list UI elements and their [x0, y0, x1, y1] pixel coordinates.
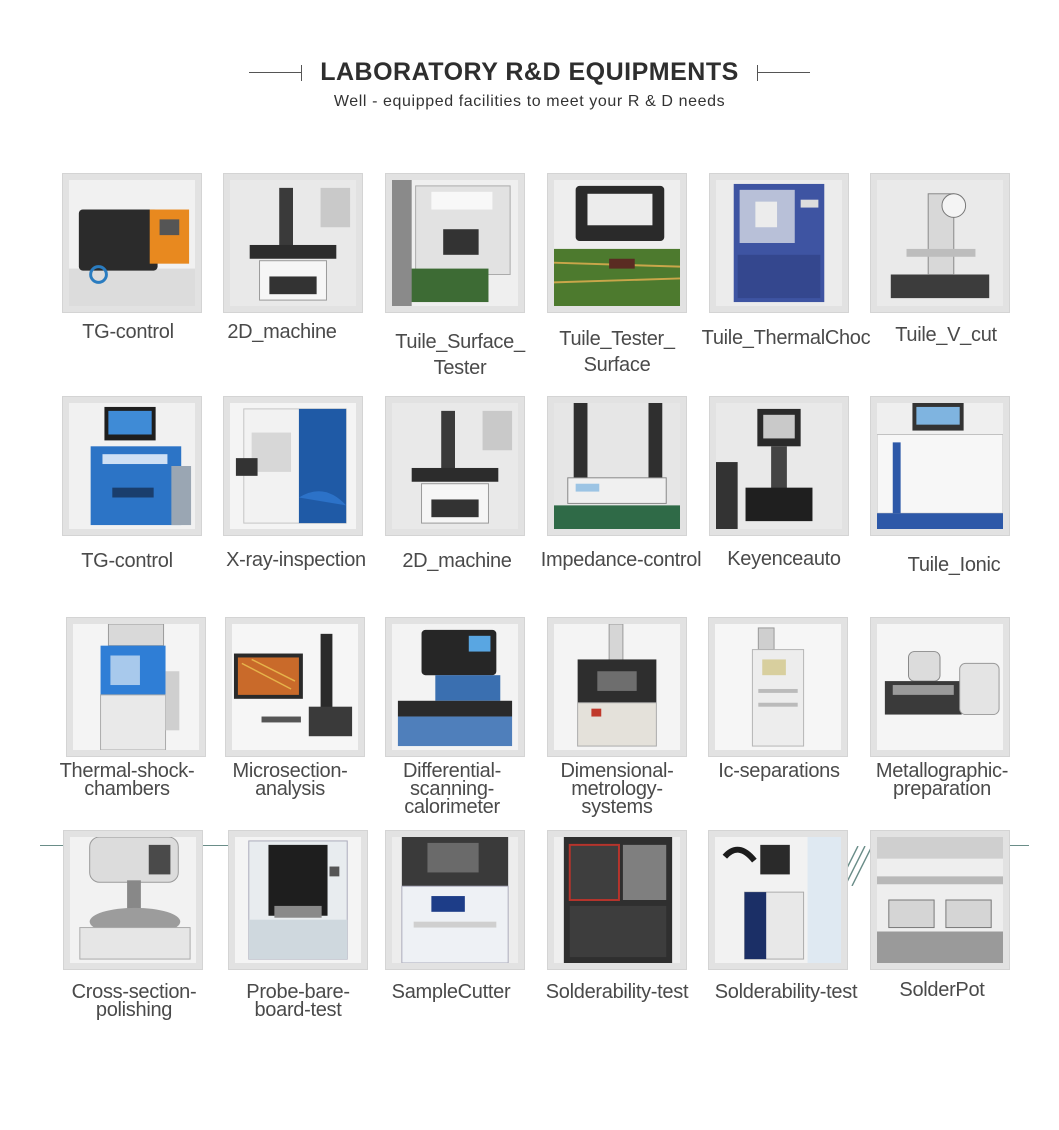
equipment-label: Tuile_Ionic: [907, 554, 1001, 576]
equipment-photo: [385, 396, 525, 536]
polisher-icon: [70, 837, 196, 963]
equipment-label: Tuile_Tester_Surface: [559, 328, 675, 376]
ion-chromatograph-icon: [715, 624, 841, 750]
equipment-photo: [547, 396, 687, 536]
cmm-icon: [554, 624, 680, 750]
equipment-photo: [870, 830, 1010, 970]
equipment-photo: [709, 173, 849, 313]
probe-tester-icon: [235, 837, 361, 963]
equipment-photo: [225, 617, 365, 757]
equipment-label: Keyenceauto: [727, 548, 841, 570]
sample-cutter-icon: [392, 837, 518, 963]
equipment-label: Tuile_V_cut: [895, 324, 997, 346]
orange-analyzer-icon: [69, 180, 195, 306]
surface-tester-icon: [392, 180, 518, 306]
equipment-label: Cross-section-polishing: [71, 981, 197, 1021]
equipment-label: X-ray-inspection: [226, 549, 366, 571]
equipment-photo: [385, 173, 525, 313]
equipment-label: SampleCutter: [391, 981, 511, 1003]
equipment-label: SolderPot: [899, 979, 985, 1001]
divider-line-mid: [196, 845, 230, 846]
microscope-icon: [232, 624, 358, 750]
equipment-label: Differential-scanning-calorimeter: [403, 760, 501, 818]
equipment-label: Impedance-control: [540, 549, 702, 571]
equipment-label: 2D_machine: [402, 550, 512, 572]
equipment-photo: [62, 396, 202, 536]
page-title: LABORATORY R&D EQUIPMENTS: [320, 58, 739, 86]
measuring-machine-icon: [230, 180, 356, 306]
equipment-photo: [63, 830, 203, 970]
xray-cabinet-icon: [230, 403, 356, 529]
contamination-tester-icon: [877, 403, 1003, 529]
equipment-photo: [547, 830, 687, 970]
pcb-tester-icon: [554, 180, 680, 306]
oven-cabinet-icon: [554, 837, 680, 963]
title-right-ornament: [756, 64, 810, 81]
equipment-label: Metallographic-preparation: [875, 760, 1009, 800]
equipment-photo: [870, 173, 1010, 313]
equipment-label: TG-control: [81, 550, 173, 572]
title-row: LABORATORY R&D EQUIPMENTS: [0, 58, 1059, 87]
title-left-ornament: [249, 64, 303, 81]
equipment-label: Probe-bare-board-test: [246, 981, 350, 1021]
equipment-photo: [223, 173, 363, 313]
equipment-photo: [870, 396, 1010, 536]
equipment-photo: [228, 830, 368, 970]
equipment-label: Ic-separations: [718, 760, 840, 782]
equipment-label: Solderability-test: [545, 981, 689, 1003]
equipment-photo: [708, 830, 848, 970]
page-header: LABORATORY R&D EQUIPMENTS Well - equippe…: [0, 58, 1059, 111]
divider-line-left: [40, 845, 64, 846]
measuring-machine-icon: [392, 403, 518, 529]
equipment-photo: [385, 830, 525, 970]
equipment-photo: [870, 617, 1010, 757]
solder-pot-icon: [877, 837, 1003, 963]
equipment-label: Dimensional-metrology-systems: [560, 760, 674, 818]
equipment-photo: [385, 617, 525, 757]
equipment-photo: [547, 617, 687, 757]
equipment-label: Tuile_ThermalChoc: [701, 327, 871, 349]
equipment-label: 2D_machine: [227, 321, 337, 343]
v-cut-gauge-icon: [877, 180, 1003, 306]
wetting-balance-icon: [715, 837, 841, 963]
equipment-photo: [62, 173, 202, 313]
equipment-label: Thermal-shock-chambers: [59, 760, 195, 800]
equipment-label: Tuile_Surface_Tester: [395, 331, 525, 379]
equipment-label: Microsection-analysis: [232, 760, 348, 800]
shock-chamber-icon: [73, 624, 199, 750]
grinder-icon: [877, 624, 1003, 750]
equipment-label: Solderability-test: [714, 981, 858, 1003]
equipment-photo: [547, 173, 687, 313]
page-subtitle: Well - equipped facilities to meet your …: [333, 93, 726, 110]
thermal-chamber-icon: [716, 180, 842, 306]
equipment-photo: [708, 617, 848, 757]
equipment-label: TG-control: [82, 321, 174, 343]
equipment-photo: [709, 396, 849, 536]
impedance-tester-icon: [554, 403, 680, 529]
equipment-photo: [66, 617, 206, 757]
calorimeter-icon: [392, 624, 518, 750]
divider-line-right: [1003, 845, 1029, 846]
equipment-photo: [223, 396, 363, 536]
keyence-microscope-icon: [716, 403, 842, 529]
blue-xrf-icon: [69, 403, 195, 529]
